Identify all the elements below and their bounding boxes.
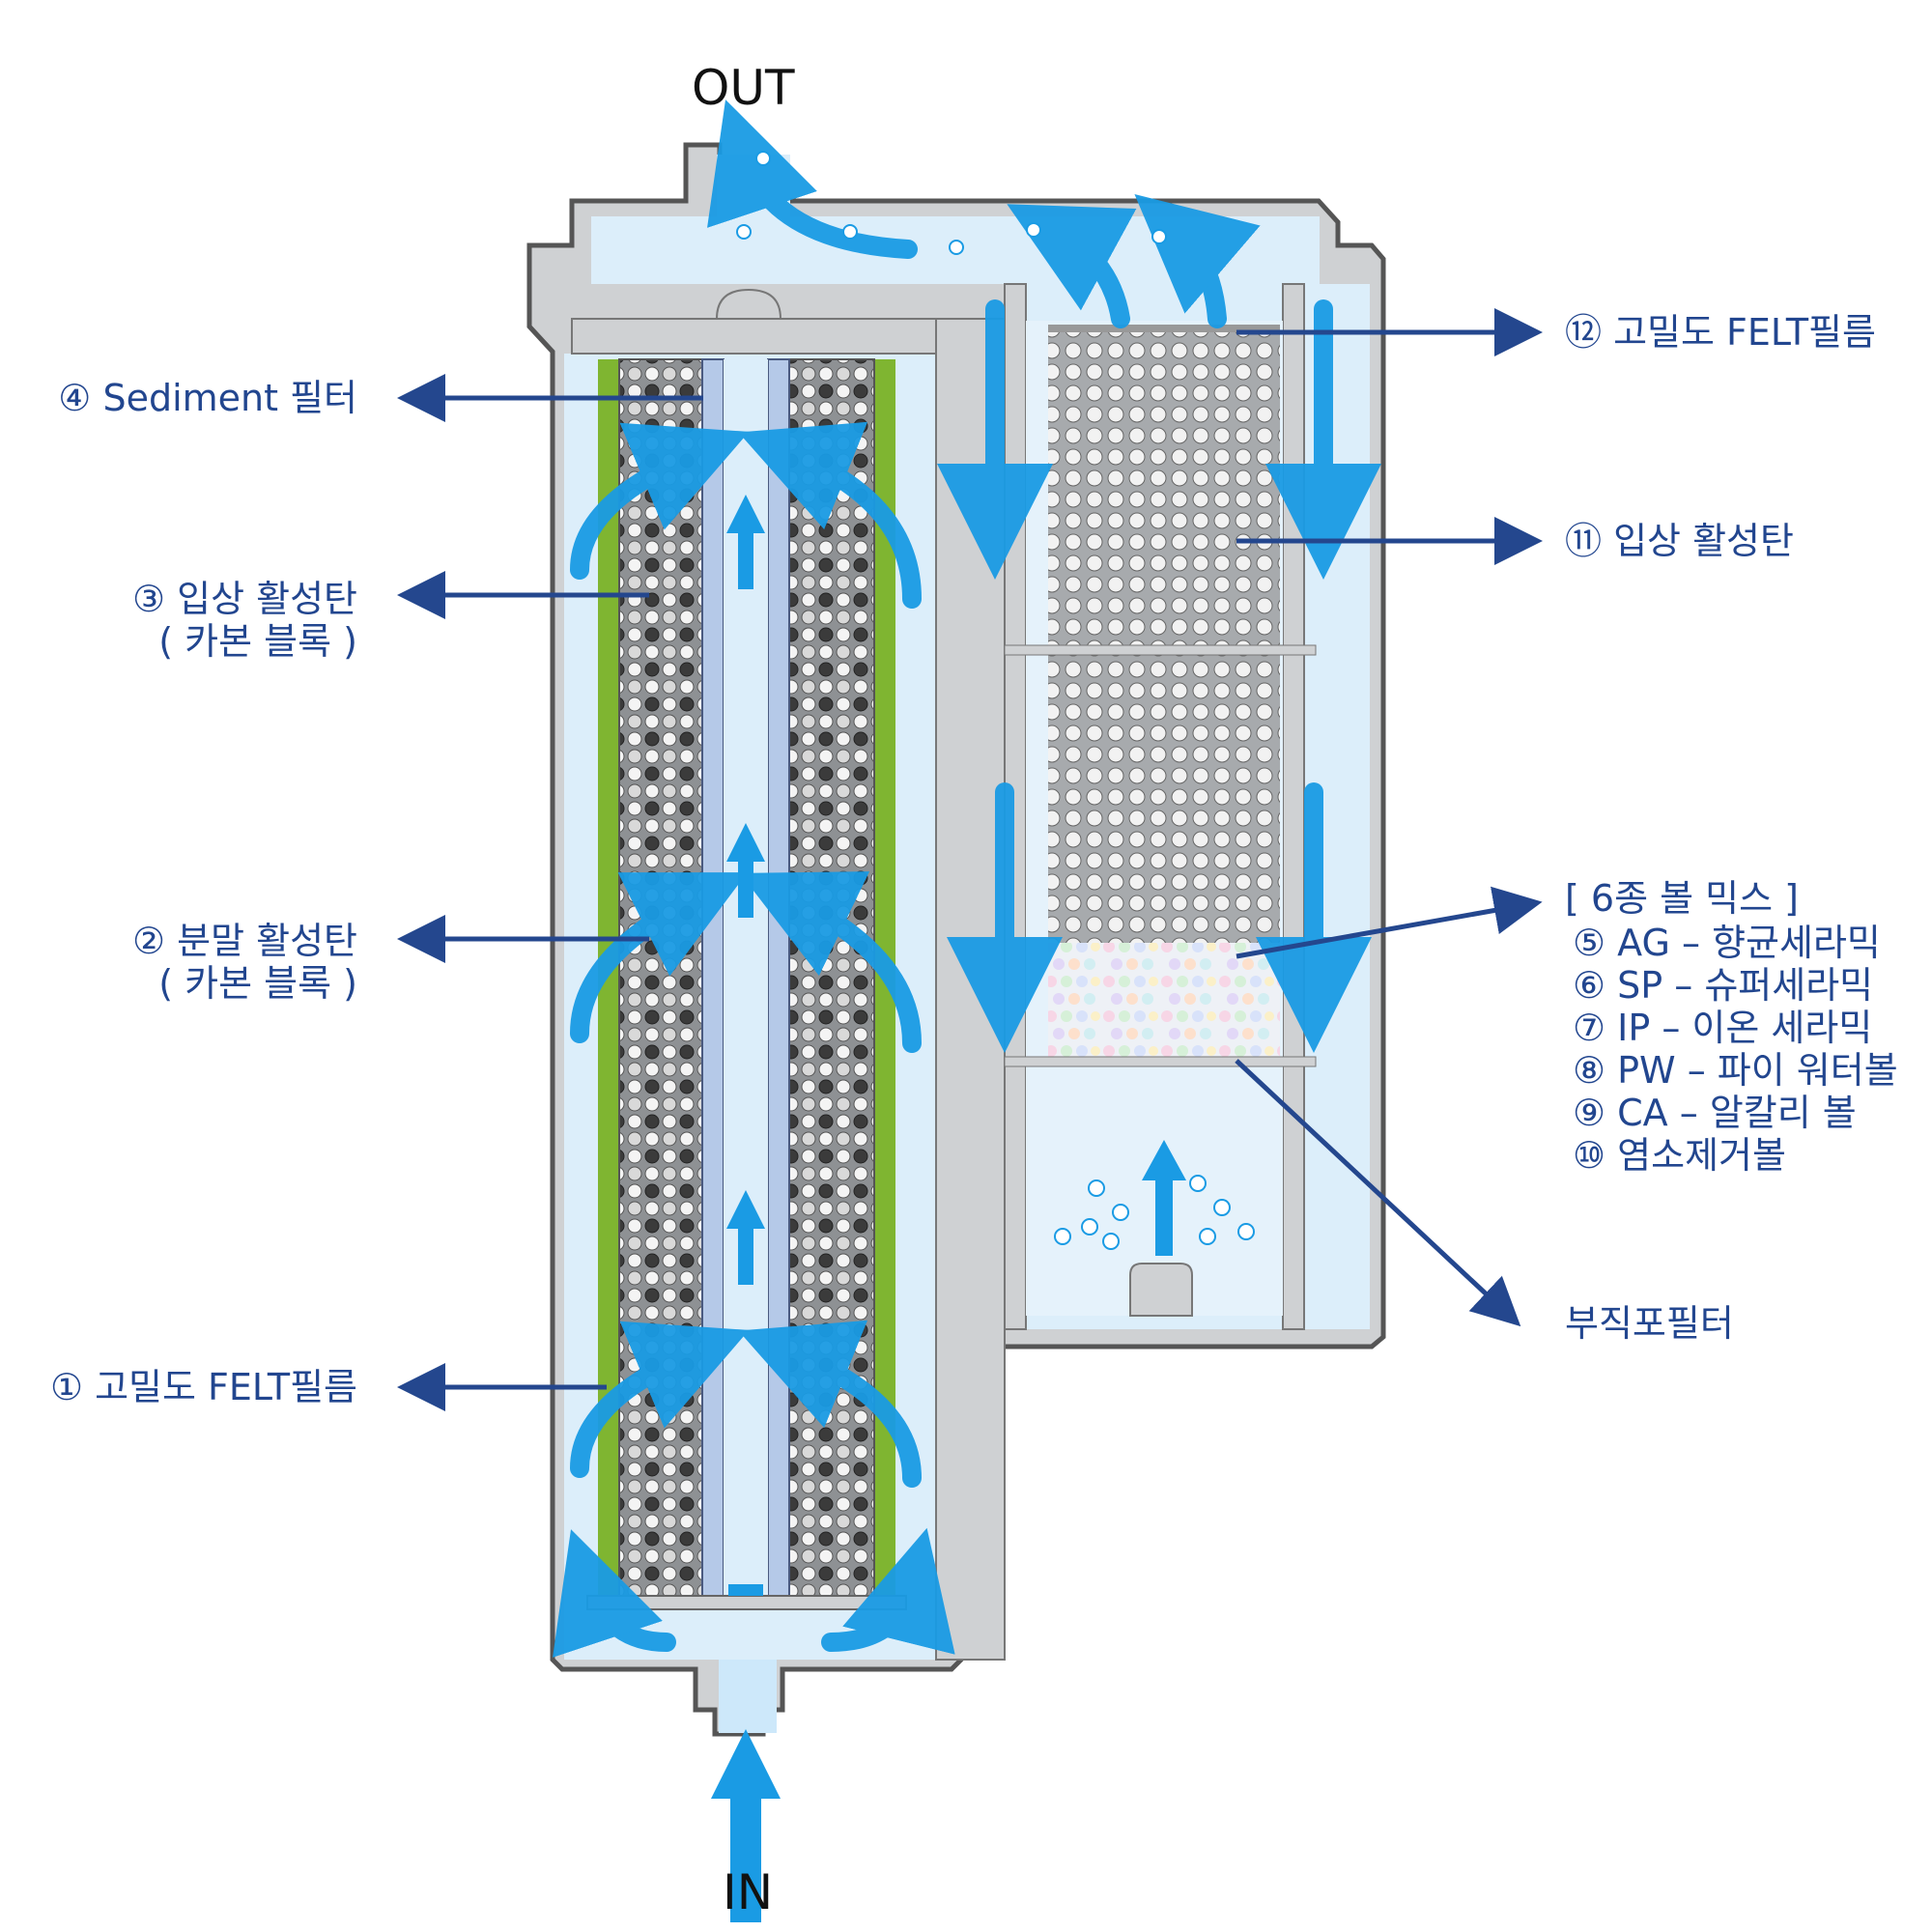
ball-mix-item: ⑧ PW – 파이 워터볼 xyxy=(1573,1049,1898,1092)
label-ball-mix-title: [ 6종 볼 믹스 ] xyxy=(1565,877,1799,920)
in-label: IN xyxy=(723,1864,774,1920)
label-nonwoven: 부직포필터 xyxy=(1565,1302,1734,1345)
bubbles xyxy=(736,151,1255,1250)
ball-mix-item: ⑤ AG – 향균세라믹 xyxy=(1573,922,1881,964)
label-sediment: ④ Sediment 필터 xyxy=(58,377,357,419)
label-granular-carbon-block-sub: ( 카본 블록 ) xyxy=(158,620,357,663)
label-powder-carbon-block: ② 분말 활성탄 xyxy=(131,920,357,962)
felt-layer-left xyxy=(598,359,619,1596)
carbon-block-left xyxy=(618,358,703,1597)
water-in-neck xyxy=(719,1660,777,1733)
felt-film-12 xyxy=(1048,325,1280,332)
end-cap-bottom xyxy=(586,1595,907,1610)
ball-mix-item: ⑦ IP – 이온 세라믹 xyxy=(1573,1007,1873,1049)
label-felt-12: ⑫ 고밀도 FELT필름 xyxy=(1565,311,1876,354)
ball-mix xyxy=(1048,943,1280,1057)
flow-arrows xyxy=(553,99,1381,1658)
ball-mix-item: ⑥ SP – 슈퍼세라믹 xyxy=(1573,964,1874,1007)
sediment-tube-right xyxy=(767,358,790,1597)
ball-mix-item: ⑩ 염소제거볼 xyxy=(1573,1134,1786,1177)
up-arrows xyxy=(711,495,1186,1922)
label-granular-11: ⑪ 입상 활성탄 xyxy=(1565,520,1794,562)
granular-carbon-11 xyxy=(1048,332,1280,943)
sediment-tube-left xyxy=(701,358,724,1597)
label-granular-carbon-block: ③ 입상 활성탄 xyxy=(131,578,357,620)
carbon-block-right xyxy=(788,358,875,1597)
label-powder-carbon-block-sub: ( 카본 블록 ) xyxy=(158,962,357,1005)
ball-mix-item: ⑨ CA – 알칼리 볼 xyxy=(1573,1092,1857,1134)
out-label: OUT xyxy=(692,60,795,116)
ball-mix-list: ⑤ AG – 향균세라믹 ⑥ SP – 슈퍼세라믹 ⑦ IP – 이온 세라믹 … xyxy=(1573,922,1898,1177)
label-felt-1: ① 고밀도 FELT필름 xyxy=(49,1366,357,1408)
